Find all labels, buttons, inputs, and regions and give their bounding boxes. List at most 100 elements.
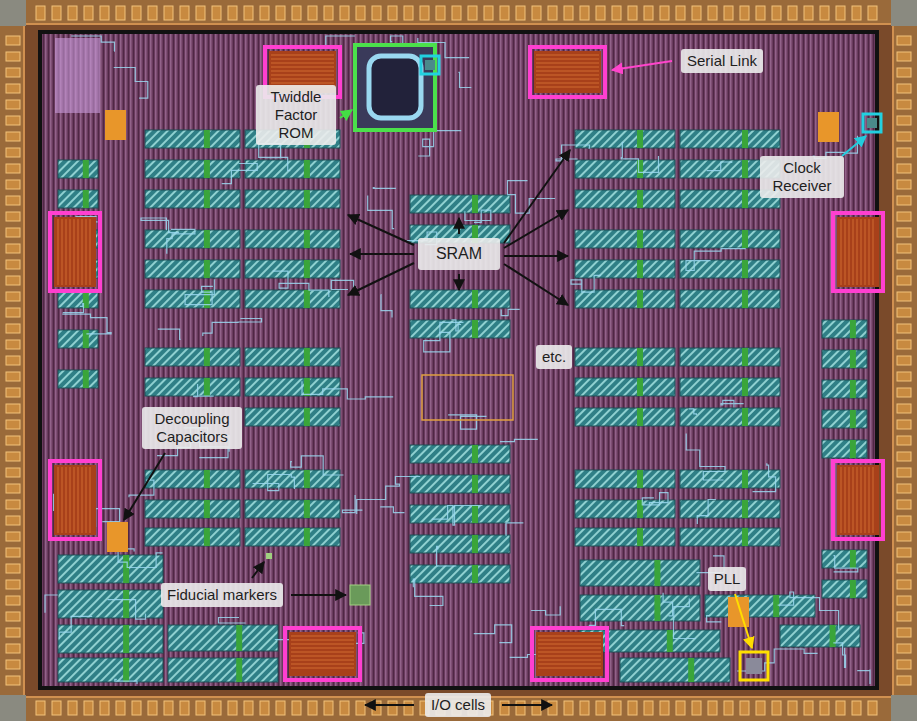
power-strap bbox=[472, 535, 478, 553]
callout-label: PLL bbox=[708, 567, 747, 591]
callout-label: Fiducial markers bbox=[161, 583, 283, 607]
io-pad bbox=[897, 628, 911, 637]
io-pad bbox=[580, 6, 589, 20]
core-area bbox=[40, 32, 877, 688]
power-strap bbox=[637, 190, 643, 208]
io-pad bbox=[6, 260, 20, 269]
io-pad bbox=[420, 6, 429, 20]
leader-arrow bbox=[842, 136, 866, 156]
io-pad bbox=[6, 484, 20, 493]
power-strap bbox=[667, 630, 673, 652]
rom-array bbox=[369, 56, 421, 118]
sram-block bbox=[145, 190, 240, 208]
sram-block bbox=[575, 470, 675, 488]
io-pad bbox=[897, 100, 911, 109]
io-pad bbox=[628, 701, 637, 715]
serial-link-line bbox=[62, 467, 63, 533]
power-strap bbox=[850, 580, 856, 598]
io-pad bbox=[724, 6, 733, 20]
io-pad bbox=[244, 701, 253, 715]
routing-wire bbox=[432, 506, 483, 526]
io-pad bbox=[6, 308, 20, 317]
power-strap bbox=[472, 195, 478, 213]
serial-link-line bbox=[536, 87, 599, 88]
io-pad bbox=[628, 6, 637, 20]
power-strap bbox=[204, 528, 210, 546]
routing-wire bbox=[108, 600, 146, 620]
routing-wire bbox=[556, 145, 590, 161]
serial-link-core bbox=[536, 632, 603, 676]
routing-wire bbox=[753, 463, 776, 491]
power-strap bbox=[204, 230, 210, 248]
power-strap bbox=[742, 290, 748, 308]
power-strap bbox=[304, 190, 310, 208]
clock-receiver-core bbox=[425, 60, 435, 70]
rom-outline bbox=[355, 45, 435, 130]
leader-arrow bbox=[365, 704, 414, 706]
io-pad bbox=[868, 6, 877, 20]
io-pad bbox=[164, 701, 173, 715]
serial-link-outline bbox=[532, 628, 607, 680]
sram-block bbox=[822, 380, 867, 398]
io-pad bbox=[212, 701, 221, 715]
serial-link-line bbox=[291, 656, 354, 657]
serial-link-line bbox=[78, 219, 79, 285]
io-pad bbox=[100, 701, 109, 715]
serial-link-line bbox=[538, 652, 601, 653]
serial-link-core bbox=[837, 217, 879, 287]
power-strap bbox=[204, 348, 210, 366]
power-strap bbox=[83, 160, 89, 178]
serial-link-line bbox=[853, 219, 854, 285]
pll-outline bbox=[740, 652, 768, 680]
sram-block bbox=[680, 500, 780, 518]
corner-cell bbox=[891, 0, 917, 26]
serial-link-line bbox=[78, 467, 79, 533]
sram-block bbox=[58, 658, 163, 682]
routing-wire bbox=[141, 218, 179, 233]
io-pad bbox=[292, 6, 301, 20]
io-pad bbox=[676, 6, 685, 20]
io-pad bbox=[52, 6, 61, 20]
power-strap bbox=[304, 470, 310, 488]
routing-wire bbox=[259, 144, 291, 171]
io-pad bbox=[897, 468, 911, 477]
io-pad bbox=[6, 660, 20, 669]
io-pad bbox=[660, 701, 669, 715]
serial-link-line bbox=[271, 55, 334, 56]
serial-link-core bbox=[837, 465, 879, 535]
io-pad bbox=[228, 6, 237, 20]
sram-block bbox=[822, 350, 867, 368]
routing-wire bbox=[686, 249, 746, 271]
power-strap bbox=[742, 348, 748, 366]
io-pad bbox=[804, 6, 813, 20]
io-pad bbox=[897, 436, 911, 445]
power-strap bbox=[83, 370, 89, 388]
power-strap bbox=[304, 230, 310, 248]
power-strap bbox=[304, 348, 310, 366]
routing-wire bbox=[62, 314, 111, 334]
power-strap bbox=[637, 230, 643, 248]
routing-wire bbox=[508, 181, 556, 214]
io-pad bbox=[548, 701, 557, 715]
io-pad bbox=[276, 701, 285, 715]
power-strap bbox=[304, 528, 310, 546]
sram-block bbox=[575, 230, 675, 248]
sram-block bbox=[680, 408, 780, 426]
serial-link-line bbox=[291, 668, 354, 669]
io-pad bbox=[532, 701, 541, 715]
io-pad bbox=[6, 628, 20, 637]
serial-link-line bbox=[291, 644, 354, 645]
io-pad bbox=[596, 701, 605, 715]
power-strap bbox=[742, 260, 748, 278]
serial-link-line bbox=[538, 636, 601, 637]
io-pad bbox=[532, 6, 541, 20]
io-pad bbox=[897, 244, 911, 253]
serial-link-line bbox=[841, 467, 842, 533]
io-pad bbox=[897, 228, 911, 237]
io-pad bbox=[897, 356, 911, 365]
serial-link-line bbox=[536, 59, 599, 60]
serial-link-line bbox=[90, 467, 91, 533]
sram-block bbox=[575, 260, 675, 278]
power-strap bbox=[637, 470, 643, 488]
routing-wire bbox=[642, 493, 668, 505]
